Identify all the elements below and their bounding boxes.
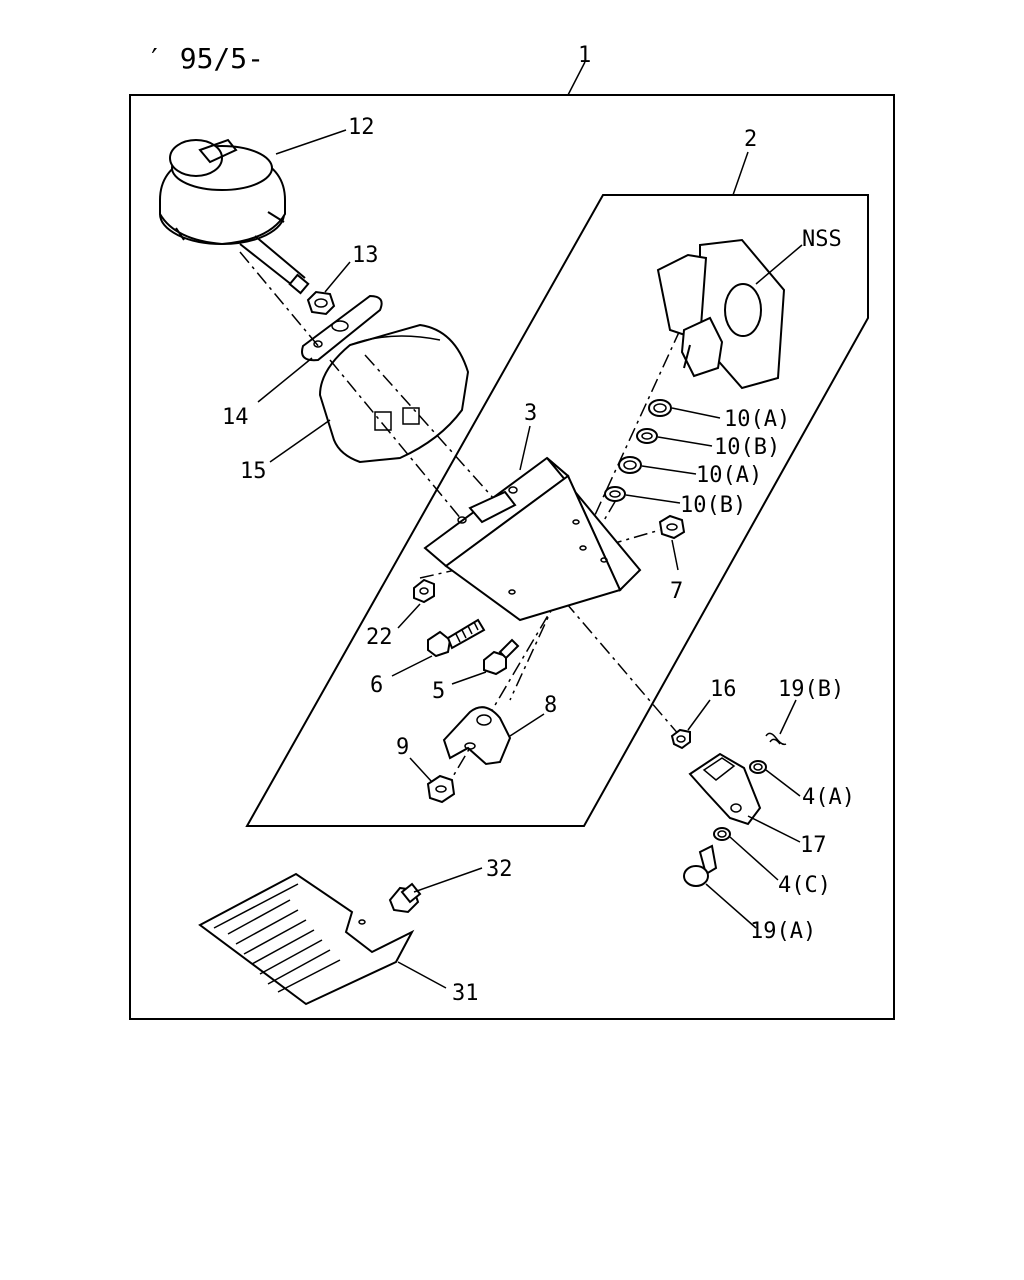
- callout-12: 12: [348, 115, 375, 140]
- leader-6: [391, 655, 433, 677]
- leader-13: [324, 261, 351, 293]
- leader-22: [397, 603, 421, 629]
- washer-part-10-b1: [636, 428, 658, 444]
- nut-part-16: [670, 728, 691, 750]
- leader-31: [397, 961, 447, 989]
- leader-3: [519, 425, 531, 471]
- callout-3: 3: [524, 401, 537, 426]
- callout-9: 9: [396, 735, 409, 760]
- washer-part-4a: [749, 760, 767, 774]
- washer-part-10-a2: [618, 456, 642, 474]
- leader-16: [687, 699, 711, 731]
- center-line-a: [239, 251, 321, 349]
- pin-part-19a: [683, 844, 718, 887]
- callout-nss: NSS: [802, 227, 842, 252]
- leader-7: [671, 539, 679, 571]
- callout-16: 16: [710, 677, 737, 702]
- callout-15: 15: [240, 459, 267, 484]
- callout-6: 6: [370, 673, 383, 698]
- model-date-label: ′ 95/5-: [146, 42, 264, 75]
- leader-5: [451, 671, 487, 685]
- plate-part-8: [442, 706, 512, 766]
- actuator-part-12: [159, 138, 310, 295]
- washer-part-10-a1: [648, 399, 672, 417]
- bolt-part-5: [483, 638, 520, 676]
- leader-nss: [755, 244, 803, 285]
- cover-part-31: [198, 872, 415, 1006]
- bracket-part-3: [423, 456, 642, 622]
- callout-14: 14: [222, 405, 249, 430]
- leader-10b2: [625, 494, 681, 504]
- assembly-frame: [129, 94, 895, 1020]
- leader-2: [732, 151, 749, 196]
- callout-22: 22: [366, 625, 393, 650]
- center-line-e: [509, 329, 681, 701]
- leader-8: [509, 713, 545, 737]
- callout-2: 2: [744, 127, 757, 152]
- housing-part-15: [318, 323, 470, 464]
- callout-19b: 19(B): [778, 677, 844, 702]
- leader-19b: [779, 699, 797, 735]
- callout-1: 1: [578, 43, 591, 68]
- leader-12: [275, 129, 347, 155]
- callout-5: 5: [432, 679, 445, 704]
- leader-15: [269, 419, 331, 463]
- leader-4a: [765, 769, 801, 797]
- callout-8: 8: [544, 693, 557, 718]
- leader-1: [567, 61, 586, 96]
- leader-17: [747, 815, 801, 843]
- plate-part-14: [301, 294, 383, 362]
- callout-4a: 4(A): [802, 785, 855, 810]
- leader-19a: [705, 883, 757, 929]
- callout-7: 7: [670, 579, 683, 604]
- leader-10a2: [641, 465, 697, 475]
- callout-10b-1: 10(B): [714, 435, 780, 460]
- bolt-part-32: [388, 882, 422, 914]
- leader-9: [409, 757, 433, 783]
- callout-31: 31: [452, 981, 479, 1006]
- clip-part-19b: [765, 732, 787, 746]
- nut-part-22: [413, 578, 435, 604]
- callout-10a-1: 10(A): [724, 407, 790, 432]
- bolt-part-6: [427, 618, 486, 658]
- nut-part-13: [306, 290, 336, 316]
- callout-10a-2: 10(A): [696, 463, 762, 488]
- leader-32: [413, 867, 483, 893]
- leader-10a1: [671, 407, 721, 419]
- lever-part-17: [688, 752, 762, 826]
- subassembly-frame: [245, 194, 869, 827]
- leader-4c: [729, 836, 779, 881]
- leader-14: [257, 357, 313, 403]
- center-line-c: [364, 354, 496, 501]
- callout-4c: 4(C): [778, 873, 831, 898]
- callout-13: 13: [352, 243, 379, 268]
- washer-part-10-b2: [604, 486, 626, 502]
- washer-part-4c: [713, 827, 731, 841]
- callout-10b-2: 10(B): [680, 493, 746, 518]
- center-line-b: [329, 359, 463, 521]
- nss-bracket: [656, 238, 786, 390]
- callout-19a: 19(A): [750, 919, 816, 944]
- callout-32: 32: [486, 857, 513, 882]
- leader-10b1: [657, 436, 713, 447]
- nut-part-9: [426, 774, 456, 804]
- nut-part-7: [658, 514, 686, 540]
- callout-17: 17: [800, 833, 827, 858]
